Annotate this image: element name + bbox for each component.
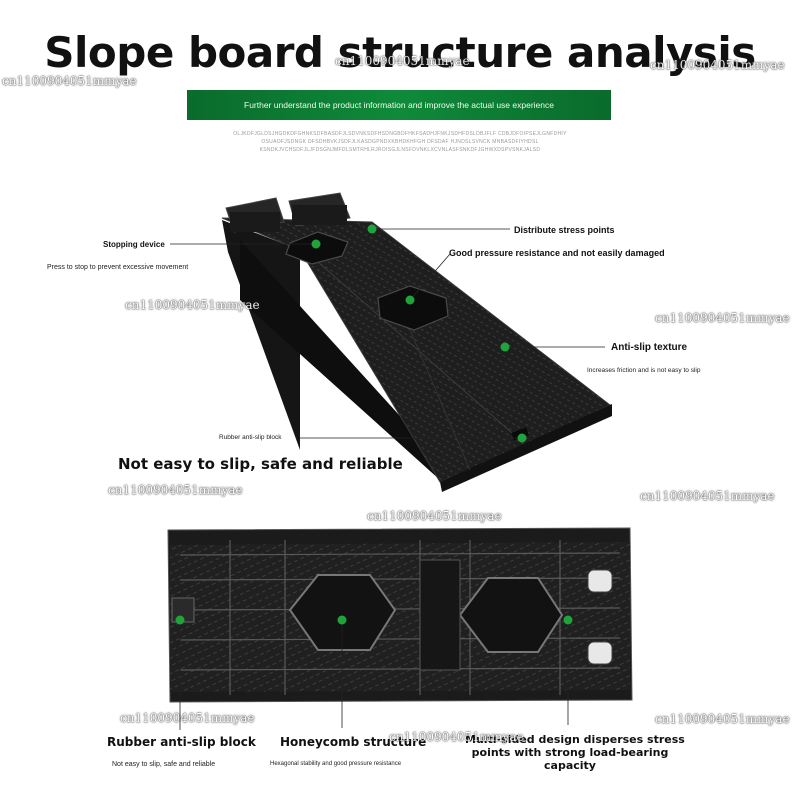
callout-multi-sided-3: capacity <box>544 759 596 772</box>
callout-pressure-resistance: Good pressure resistance and not easily … <box>449 248 665 258</box>
callout-lines <box>170 228 605 730</box>
watermark: cn1100904051mmyae <box>125 298 260 312</box>
callout-anti-slip-desc: Increases friction and is not easy to sl… <box>587 367 701 374</box>
callout-distribute-stress: Distribute stress points <box>514 225 615 235</box>
callout-stopping-device-desc: Press to stop to prevent excessive movem… <box>47 264 189 271</box>
watermark: cn1100904051mmyae <box>2 74 137 88</box>
filler-text-line-2: OSUAOFJSDNGK DFSDHBVKJSDFJLKASDGPNDXKBHD… <box>261 139 539 145</box>
watermark: cn1100904051mmyae <box>108 483 243 497</box>
callout-rubber-desc: Not easy to slip, safe and reliable <box>112 761 216 768</box>
watermark: cn1100904051mmyae <box>655 712 790 726</box>
ramp-bottom-view <box>167 527 633 703</box>
callout-rubber-block-bottom: Rubber anti-slip block <box>107 735 256 749</box>
callout-dots <box>175 224 573 625</box>
watermark: cn1100904051mmyae <box>650 58 785 72</box>
watermark: cn1100904051mmyae <box>640 489 775 503</box>
watermark: cn1100904051mmyae <box>120 711 255 725</box>
watermark: cn1100904051mmyae <box>335 54 470 68</box>
watermark: cn1100904051mmyae <box>367 509 502 523</box>
callout-multi-sided-2: points with strong load-bearing <box>471 746 669 759</box>
page-title: Slope board structure analysis <box>44 28 756 77</box>
callout-honeycomb-desc: Hexagonal stability and good pressure re… <box>270 761 402 767</box>
ramp-top-view <box>221 192 612 492</box>
callout-rubber-block-top: Rubber anti-slip block <box>219 434 282 441</box>
watermark: cn1100904051mmyae <box>389 730 524 744</box>
banner-text: Further understand the product informati… <box>244 100 554 110</box>
watermark: cn1100904051mmyae <box>655 311 790 325</box>
filler-text-line-1: OLJKDFJGLDSJHGDKDFGHNKSDFBASDFJLSDVNKSDF… <box>233 131 567 137</box>
subtitle-banner: Further understand the product informati… <box>187 90 611 120</box>
callout-multi-sided-1: Multi-sided design disperses stress <box>465 733 685 746</box>
tagline-safe-reliable: Not easy to slip, safe and reliable <box>118 455 403 473</box>
callout-anti-slip-texture: Anti-slip texture <box>611 342 688 353</box>
callout-honeycomb: Honeycomb structure <box>280 735 427 749</box>
callout-stopping-device: Stopping device <box>103 240 165 249</box>
filler-text-line-3: KSNDKJVCHSDFJLJFDSGNJMFDLSMTRHLRJROISGJL… <box>259 147 541 153</box>
